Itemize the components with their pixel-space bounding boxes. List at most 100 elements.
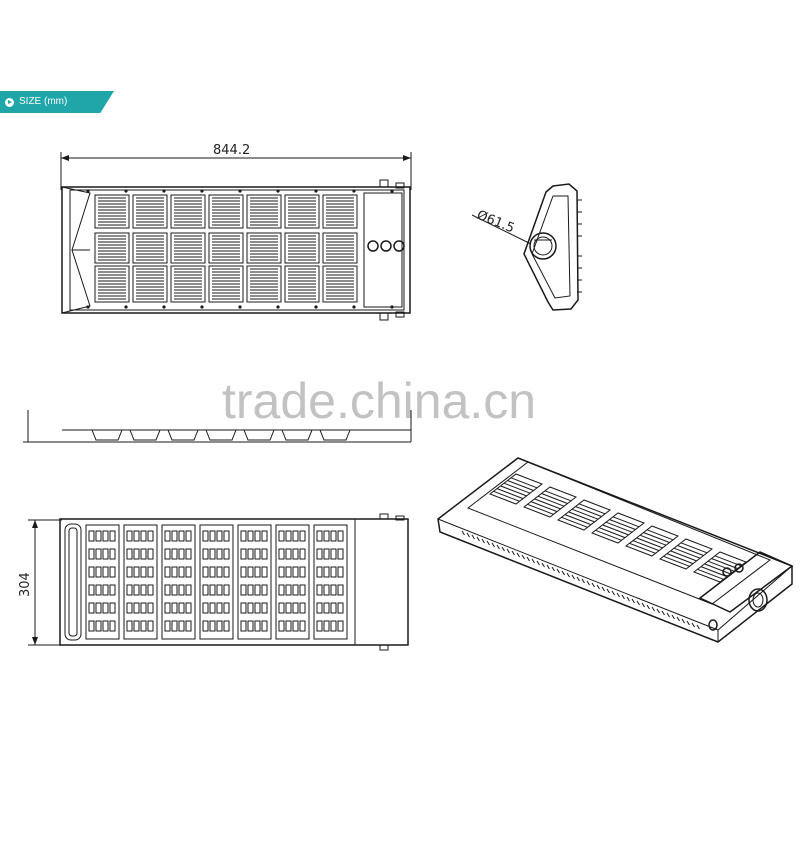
led-chip <box>126 620 133 632</box>
led-chip <box>95 602 102 614</box>
led-chip <box>102 584 109 596</box>
led-chip <box>126 530 133 542</box>
led-chip <box>330 584 337 596</box>
led-chip <box>209 620 216 632</box>
led-chip <box>126 566 133 578</box>
led-chip <box>330 620 337 632</box>
led-chip <box>254 566 261 578</box>
led-chip <box>292 566 299 578</box>
led-chip <box>147 548 154 560</box>
led-chip <box>164 566 171 578</box>
led-chip <box>292 584 299 596</box>
led-module <box>275 524 310 640</box>
led-chip <box>278 584 285 596</box>
led-chip <box>140 620 147 632</box>
led-chip <box>316 584 323 596</box>
led-chip <box>254 530 261 542</box>
led-chip <box>209 566 216 578</box>
led-chip <box>316 602 323 614</box>
led-chip <box>202 584 209 596</box>
led-chip <box>216 584 223 596</box>
led-chip <box>164 602 171 614</box>
led-chip <box>133 602 140 614</box>
led-chip <box>109 602 116 614</box>
led-chip <box>109 620 116 632</box>
side-view <box>23 410 412 443</box>
connector-icon <box>367 240 379 252</box>
led-chip <box>126 602 133 614</box>
led-chip <box>337 548 344 560</box>
led-chip <box>88 602 95 614</box>
top-module <box>246 232 282 264</box>
size-section-banner: SIZE (mm) <box>0 91 114 113</box>
top-module <box>208 232 244 264</box>
led-module <box>85 524 120 640</box>
led-chip <box>323 602 330 614</box>
led-chip <box>285 548 292 560</box>
bottom-view: 304 <box>18 513 409 651</box>
watermark: trade.china.cn <box>222 373 537 429</box>
top-module <box>94 232 130 264</box>
led-chip <box>133 566 140 578</box>
led-chip <box>292 620 299 632</box>
led-chip <box>126 584 133 596</box>
led-chip <box>323 620 330 632</box>
led-chip <box>95 530 102 542</box>
led-chip <box>95 584 102 596</box>
led-chip <box>88 530 95 542</box>
top-view-body <box>61 186 411 314</box>
led-chip <box>164 620 171 632</box>
led-chip <box>216 548 223 560</box>
iso-module <box>624 525 680 557</box>
led-chip <box>278 530 285 542</box>
pole-diameter-label: Ø61.5 <box>475 208 517 237</box>
led-chip <box>299 530 306 542</box>
top-module <box>284 265 320 303</box>
end-view: Ø61.5 <box>471 183 582 311</box>
led-chip <box>247 584 254 596</box>
led-chip <box>216 602 223 614</box>
led-chip <box>261 530 268 542</box>
led-chip <box>133 584 140 596</box>
led-chip <box>109 548 116 560</box>
led-chip <box>261 602 268 614</box>
led-chip <box>285 530 292 542</box>
led-chip <box>178 584 185 596</box>
led-chip <box>209 602 216 614</box>
iso-pole-mount <box>748 588 768 612</box>
top-module <box>132 194 168 229</box>
led-chip <box>240 602 247 614</box>
top-module <box>208 194 244 229</box>
led-chip <box>278 566 285 578</box>
led-chip <box>223 530 230 542</box>
led-chip <box>202 548 209 560</box>
led-chip <box>316 566 323 578</box>
led-chip <box>140 530 147 542</box>
top-module <box>246 265 282 303</box>
led-chip <box>285 584 292 596</box>
led-chip <box>337 602 344 614</box>
led-chip <box>185 566 192 578</box>
led-chip <box>133 530 140 542</box>
led-chip <box>102 566 109 578</box>
led-chip <box>330 602 337 614</box>
led-chip <box>316 530 323 542</box>
top-view: 844.2 <box>60 143 412 321</box>
led-chip <box>254 584 261 596</box>
led-chip <box>254 620 261 632</box>
chevron-circle-icon <box>5 97 14 107</box>
led-chip <box>299 584 306 596</box>
led-chip <box>323 566 330 578</box>
led-chip <box>292 602 299 614</box>
top-module <box>170 265 206 303</box>
led-chip <box>323 584 330 596</box>
led-chip <box>102 602 109 614</box>
led-chip <box>109 584 116 596</box>
led-chip <box>171 584 178 596</box>
isometric-body-outline <box>437 457 793 643</box>
led-module <box>123 524 158 640</box>
led-chip <box>223 620 230 632</box>
led-chip <box>171 530 178 542</box>
led-chip <box>330 548 337 560</box>
